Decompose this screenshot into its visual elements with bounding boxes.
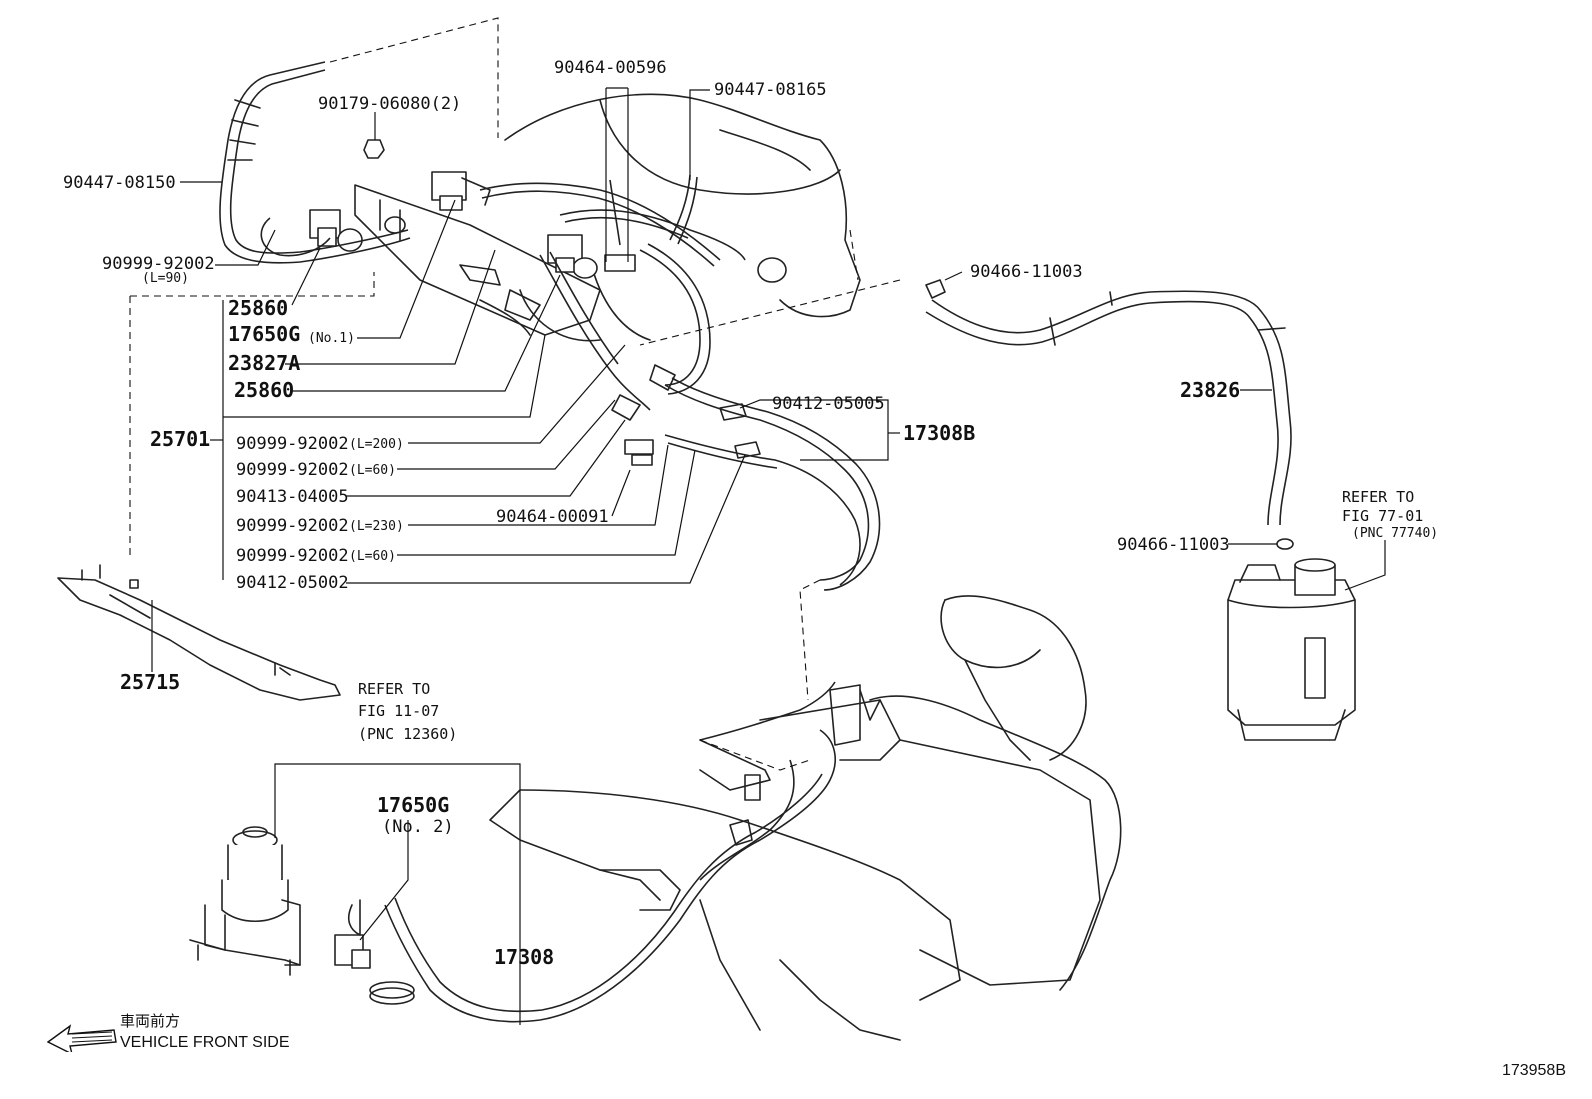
label-17308: 17308 [494,945,554,969]
label-90447-08150: 90447-08150 [63,173,176,193]
vsv-valve-lower [334,899,415,1005]
label-hose-l60-b: 90999-92002 [236,546,349,566]
label-hose-l230: 90999-92002 [236,516,349,536]
arrow-left-icon [46,1024,117,1052]
label-25715: 25715 [120,670,180,694]
label-90447-08165: 90447-08165 [714,80,827,100]
label-17650g-no2: 17650G [377,793,449,817]
label-90999-92002-top: 90999-92002 [102,254,215,274]
label-17650g-no: (No.1) [308,331,355,346]
label-90412-05002: 90412-05002 [236,573,349,593]
nut-icon [363,139,385,159]
label-hose-l60-a: 90999-92002 [236,460,349,480]
intake-assembly [489,595,1122,1041]
label-90466-11003-a: 90466-11003 [970,262,1083,282]
engine-mount [189,826,301,976]
vsv-bracket [354,184,601,336]
figure-number: 173958B [1501,1062,1566,1079]
vehicle-front-indicator: 車両前方 VEHICLE FRONT SIDE [44,1010,364,1060]
label-17650g: 17650G [228,322,300,346]
bracket-25715 [57,564,341,701]
label-90464-00091: 90464-00091 [496,507,609,527]
ref-77-01-line3: (PNC 77740) [1352,526,1438,541]
label-90413-04005: 90413-04005 [236,487,349,507]
label-25860-a: 25860 [228,296,288,320]
ref-77-01-line2: FIG 77-01 [1342,507,1423,525]
label-17650g-no2-sub: (No. 2) [382,817,454,837]
ref-11-07-line1: REFER TO [358,680,430,698]
upper-hoses [219,61,787,411]
label-23827a: 23827A [228,351,300,375]
ref-11-07-line3: (PNC 12360) [358,725,457,743]
ref-77-01-line1: REFER TO [1342,488,1414,506]
vsv-valve-left [309,209,363,252]
label-90466-11003-b: 90466-11003 [1117,535,1230,555]
leader-lines [151,87,1386,1025]
ref-11-07-line2: FIG 11-07 [358,702,439,720]
label-hose-l60-b-len: (L=60) [349,549,396,564]
hose-23826 [925,279,1294,550]
label-90179-06080: 90179-06080(2) [318,94,461,114]
reference-notes: REFER TO FIG 11-07 (PNC 12360) REFER TO … [358,488,1438,743]
label-90412-05005: 90412-05005 [772,394,885,414]
charcoal-canister [1227,558,1356,741]
vsv-valve-center [431,171,491,211]
label-25701: 25701 [150,427,210,451]
vsv-valve-right [547,234,598,279]
hoses-17308 [384,681,836,1023]
label-hose-l60-a-len: (L=60) [349,463,396,478]
label-90999-92002-top-length: (L=90) [142,271,189,286]
label-25860-b: 25860 [234,378,294,402]
vehicle-front-japanese: 車両前方 [120,1012,181,1030]
label-hose-l230-len: (L=230) [349,519,404,534]
label-90464-00596: 90464-00596 [554,58,667,78]
dashed-guides [129,17,901,771]
label-hose-l200: 90999-92002 [236,434,349,454]
label-hose-l200-len: (L=200) [349,437,404,452]
vehicle-front-english: VEHICLE FRONT SIDE [120,1034,290,1051]
label-23826: 23826 [1180,378,1240,402]
part-labels: 90464-00596 90447-08165 90179-06080(2) 9… [63,58,1240,969]
tee-connectors [611,364,676,466]
label-17308b: 17308B [903,421,975,445]
